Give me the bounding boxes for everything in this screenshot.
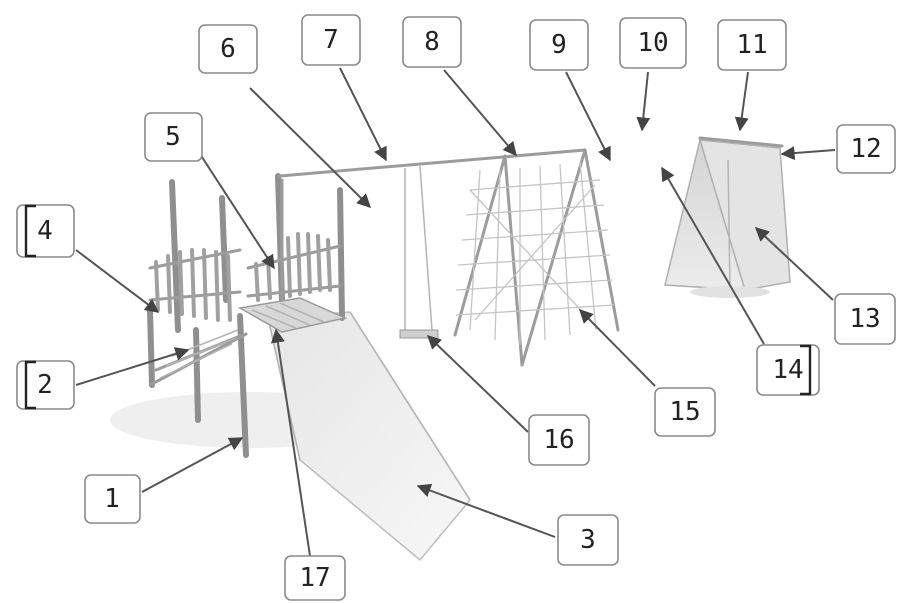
svg-text:3: 3 [580, 525, 596, 555]
playhouse-tent [665, 138, 790, 298]
svg-text:17: 17 [299, 563, 330, 593]
leader-2 [76, 350, 188, 385]
callout-3: 3 [558, 515, 618, 565]
leader-11 [740, 72, 748, 130]
svg-text:2: 2 [37, 370, 53, 400]
callout-9: 9 [530, 20, 588, 70]
leader-9 [566, 72, 610, 160]
callout-16: 16 [529, 415, 589, 465]
callout-6: 6 [199, 25, 257, 73]
svg-text:16: 16 [543, 425, 574, 455]
leader-1 [142, 438, 242, 492]
slide [268, 312, 470, 560]
svg-text:14: 14 [772, 355, 803, 385]
svg-text:8: 8 [424, 27, 440, 57]
leader-6 [250, 88, 370, 207]
svg-text:4: 4 [37, 216, 53, 246]
callout-8: 8 [403, 17, 461, 67]
svg-text:13: 13 [849, 304, 880, 334]
svg-text:9: 9 [551, 30, 567, 60]
playground-illustration [110, 138, 790, 560]
svg-text:7: 7 [323, 25, 339, 55]
svg-text:5: 5 [165, 122, 181, 152]
leader-16 [428, 336, 528, 432]
swing [400, 166, 438, 338]
svg-text:6: 6 [220, 34, 236, 64]
leader-7 [340, 68, 386, 160]
callout-7: 7 [302, 15, 360, 65]
callout-13: 13 [835, 294, 895, 344]
svg-text:15: 15 [669, 397, 700, 427]
picket-fence-right [248, 234, 340, 300]
leader-10 [642, 72, 648, 130]
callout-12: 12 [837, 125, 895, 173]
callout-15: 15 [655, 388, 715, 436]
callout-17: 17 [285, 556, 345, 600]
svg-text:12: 12 [850, 134, 881, 164]
svg-text:1: 1 [104, 484, 120, 514]
callout-1: 1 [85, 475, 140, 523]
callout-10: 10 [620, 18, 686, 68]
callout-5: 5 [145, 113, 202, 161]
leader-4 [76, 250, 158, 312]
leader-8 [444, 70, 516, 155]
svg-text:11: 11 [736, 30, 767, 60]
callout-11: 11 [718, 20, 786, 70]
leader-12 [782, 150, 835, 154]
svg-text:10: 10 [637, 28, 668, 58]
